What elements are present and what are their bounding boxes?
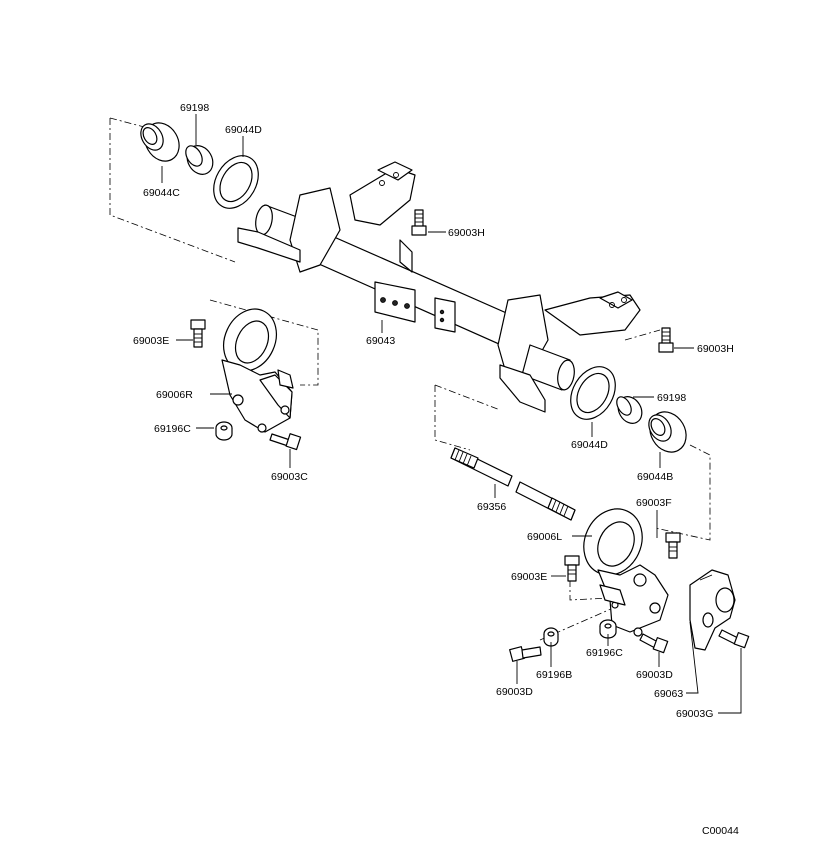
bolt-69003G[interactable]: [718, 629, 750, 649]
bushing-69044C[interactable]: [136, 117, 186, 168]
seal-69044D-right[interactable]: [562, 359, 625, 427]
nut-69196C-left[interactable]: [215, 421, 233, 441]
label-69003E-mid: 69003E: [511, 571, 547, 583]
bolt-69003C[interactable]: [269, 433, 302, 451]
bushing-69044B[interactable]: [643, 405, 693, 458]
label-69198-top: 69198: [180, 102, 209, 114]
label-69044D-right: 69044D: [571, 439, 608, 451]
bolt-69003E-left[interactable]: [190, 319, 206, 348]
label-69044B: 69044B: [637, 471, 673, 483]
label-69003H-top: 69003H: [448, 227, 485, 239]
label-69356: 69356: [477, 501, 506, 513]
bracket-69063[interactable]: [689, 569, 736, 651]
collar-69198-right[interactable]: [613, 392, 646, 427]
label-69044D-top: 69044D: [225, 124, 262, 136]
diagram-code: C00044: [702, 825, 739, 837]
label-69003D-left: 69003D: [496, 686, 533, 698]
label-69003D-right: 69003D: [636, 669, 673, 681]
axle-housing-69043[interactable]: [237, 161, 641, 413]
label-69044C: 69044C: [143, 187, 180, 199]
label-69003G: 69003G: [676, 708, 713, 720]
support-69006R[interactable]: [214, 300, 294, 433]
bolt-69003D-left[interactable]: [509, 646, 542, 662]
label-69198-right: 69198: [657, 392, 686, 404]
label-69006L: 69006L: [527, 531, 562, 543]
bolt-69003D-right[interactable]: [639, 633, 669, 654]
label-69003H-right: 69003H: [697, 343, 734, 355]
bolt-69003H-top[interactable]: [411, 209, 427, 236]
label-69063: 69063: [654, 688, 683, 700]
label-69003F: 69003F: [636, 497, 672, 509]
bolt-69003H-right[interactable]: [658, 327, 674, 353]
label-69043: 69043: [366, 335, 395, 347]
support-69006L[interactable]: [573, 499, 669, 637]
label-69196C-left: 69196C: [154, 423, 191, 435]
bolt-69003F[interactable]: [665, 532, 681, 559]
label-69196B: 69196B: [536, 669, 572, 681]
label-69006R: 69006R: [156, 389, 193, 401]
collar-69198-top[interactable]: [182, 141, 218, 179]
leader-lines: [161, 114, 742, 714]
label-69196C-bottom: 69196C: [586, 647, 623, 659]
label-69003E-left: 69003E: [133, 335, 169, 347]
seal-69044D-top[interactable]: [205, 148, 268, 216]
shaft-69356[interactable]: [450, 447, 576, 521]
part-labels: 69198 69044D 69044C 69003H 69003E 69043 …: [133, 102, 739, 837]
nut-69196B[interactable]: [543, 627, 559, 647]
bolt-69003E-mid[interactable]: [564, 555, 580, 582]
label-69003C: 69003C: [271, 471, 308, 483]
